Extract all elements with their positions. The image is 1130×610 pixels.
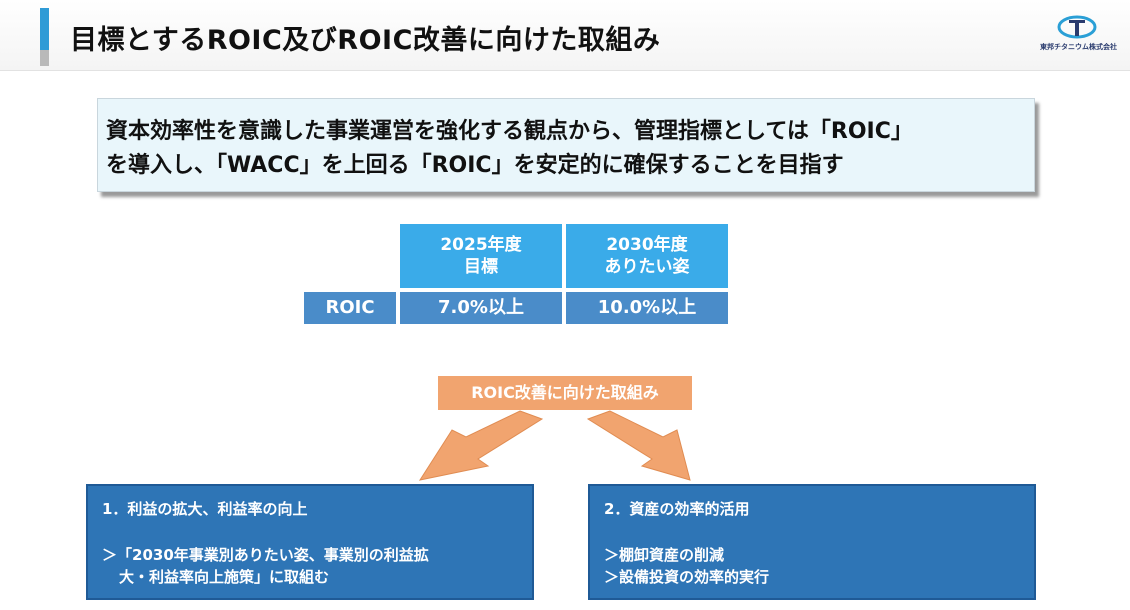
initiative-2-title: 2．資産の効率的活用 (604, 500, 750, 518)
company-logo-text: 東邦チタニウム株式会社 (1040, 43, 1117, 51)
initiatives-label: ROIC改善に向けた取組み (438, 376, 692, 410)
table-row-label-roic: ROIC (304, 292, 396, 324)
initiative-1-bullet: ＞「2030年事業別ありたい姿、事業別の利益拡 (102, 544, 429, 565)
header-2030-year: 2030年度 (606, 235, 688, 255)
arrow-right (586, 410, 691, 481)
initiative-2-bullet-1-text: 棚卸資産の削減 (619, 546, 725, 564)
table-cell-2030-value: 10.0%以上 (566, 292, 728, 324)
initiative-1-title: 1．利益の拡大、利益率の向上 (102, 500, 308, 518)
title-accent-bar-gray (40, 50, 49, 66)
goal-line-1: 資本効率性を意識した事業運営を強化する観点から、管理指標としては「ROIC」 (106, 119, 913, 144)
table-header-2030: 2030年度 ありたい姿 (566, 224, 728, 288)
initiative-box-profit: 1．利益の拡大、利益率の向上 ＞「2030年事業別ありたい姿、事業別の利益拡 大… (86, 484, 534, 600)
header-2025-sub: 目標 (464, 257, 498, 277)
table-header-2025: 2025年度 目標 (400, 224, 562, 288)
initiative-2-bullet-2-text: 設備投資の効率的実行 (619, 568, 770, 586)
initiative-2-bullet-2: ＞設備投資の効率的実行 (604, 566, 769, 587)
initiative-1-bullet-text: 「2030年事業別ありたい姿、事業別の利益拡 (117, 546, 429, 564)
initiative-2-bullet-1: ＞棚卸資産の削減 (604, 544, 724, 565)
bullet-marker: ＞ (604, 546, 620, 564)
header-2030-sub: ありたい姿 (604, 257, 690, 277)
goal-statement-box: 資本効率性を意識した事業運営を強化する観点から、管理指標としては「ROIC」 を… (97, 98, 1035, 192)
header-2025-year: 2025年度 (440, 235, 522, 255)
title-bar: 目標とするROIC及びROIC改善に向けた取組み 東邦チタニウム株式会社 (0, 0, 1130, 71)
table-cell-2025-value: 7.0%以上 (400, 292, 562, 324)
bullet-marker: ＞ (102, 546, 118, 564)
initiative-box-assets: 2．資産の効率的活用 ＞棚卸資産の削減 ＞設備投資の効率的実行 (588, 484, 1036, 600)
bullet-marker: ＞ (604, 568, 620, 586)
goal-line-2: を導入し、「WACC」を上回る「ROIC」を安定的に確保することを目指す (106, 153, 844, 178)
page-title: 目標とするROIC及びROIC改善に向けた取組み (70, 25, 661, 56)
initiative-1-bullet-cont: 大・利益率向上施策」に取組む (119, 568, 330, 586)
arrow-left (418, 410, 544, 481)
title-accent-bar (40, 8, 49, 50)
company-logo-icon (1057, 15, 1097, 39)
